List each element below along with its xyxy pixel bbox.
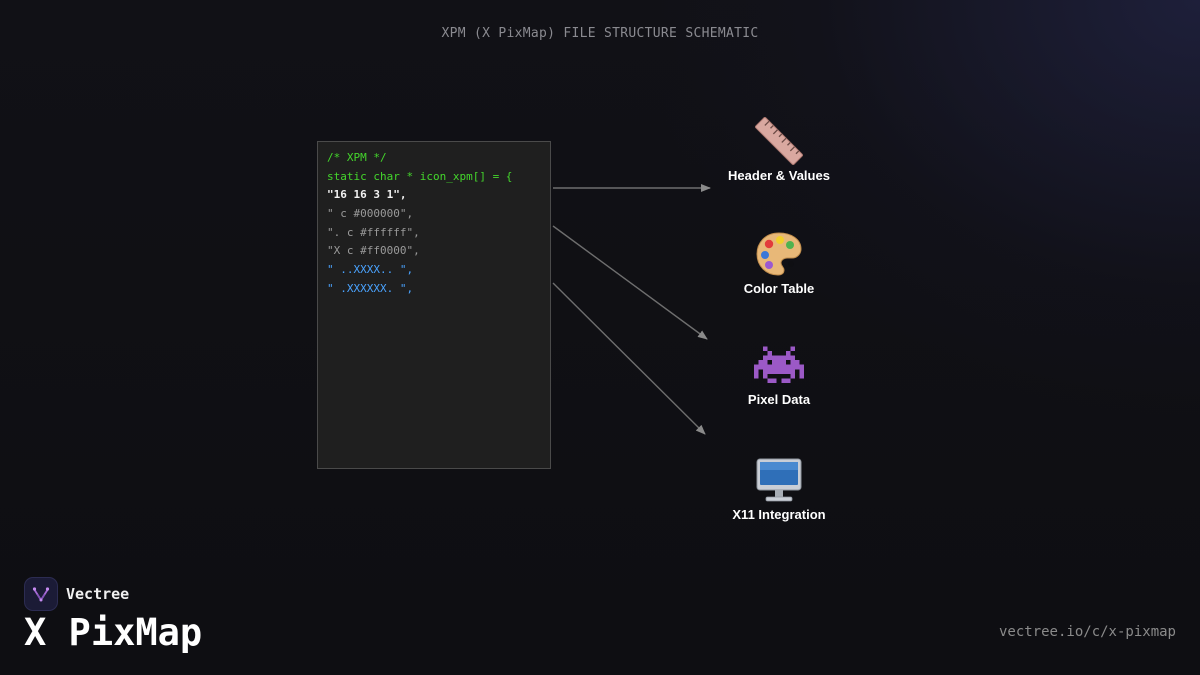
code-line-color-1: " c #000000", <box>327 207 414 221</box>
node-color-table: Color Table <box>699 229 859 296</box>
palette-icon <box>756 232 802 276</box>
code-line-color-2: ". c #ffffff", <box>327 225 420 239</box>
code-line-header-values: "16 16 3 1", <box>327 188 407 202</box>
code-line-color-3: "X c #ff0000", <box>327 244 420 258</box>
desktop-computer-icon <box>756 458 802 502</box>
space-invader-icon <box>754 346 804 383</box>
code-line-pixel-1: " ..XXXX.. ", <box>327 263 414 277</box>
brand-name: Vectree <box>66 585 130 603</box>
footer-url[interactable]: vectree.io/c/x-pixmap <box>998 624 1176 640</box>
node-header-values: Header & Values <box>699 116 859 183</box>
node-label-color-table: Color Table <box>743 281 815 296</box>
vectree-logo-icon <box>24 577 58 611</box>
arrow-to-pixel-data <box>552 282 706 435</box>
node-x11-integration: X11 Integration <box>699 455 859 522</box>
code-line-comment: /* XPM */ <box>327 151 387 164</box>
node-label-header-values: Header & Values <box>728 168 830 183</box>
code-line-pixel-2: " .XXXXXX. ", <box>327 281 414 295</box>
arrow-to-color-table <box>552 225 708 340</box>
code-panel: /* XPM */ static char * icon_xpm[] = { "… <box>317 141 551 469</box>
node-pixel-data: Pixel Data <box>699 342 859 407</box>
node-label-x11-integration: X11 Integration <box>732 507 826 522</box>
ruler-icon <box>755 117 803 165</box>
page-title: XPM (X PixMap) FILE STRUCTURE SCHEMATIC <box>441 26 759 41</box>
footer-title: X PixMap <box>24 611 203 654</box>
node-label-pixel-data: Pixel Data <box>747 392 811 407</box>
code-line-declaration: static char * icon_xpm[] = { <box>327 169 513 183</box>
brand: Vectree <box>24 577 129 611</box>
